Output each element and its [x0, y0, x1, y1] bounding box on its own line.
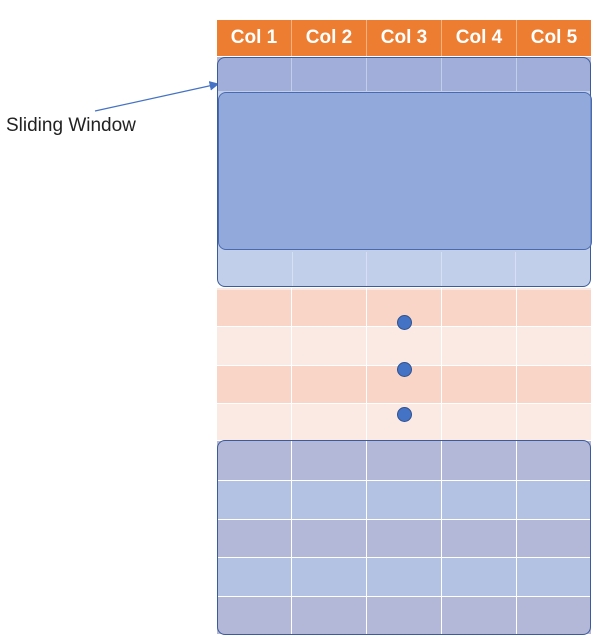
column-header-5: Col 5 — [530, 27, 578, 48]
column-header-1: Col 1 — [217, 20, 292, 56]
table-row — [217, 327, 591, 365]
ellipsis-dot — [397, 407, 412, 422]
column-header-3: Col 3 — [367, 20, 442, 56]
table-row — [217, 290, 591, 326]
column-header-4: Col 4 — [442, 20, 517, 56]
table-row — [217, 441, 591, 480]
ellipsis-dot — [397, 362, 412, 377]
table-row — [217, 481, 591, 519]
table-row — [217, 558, 591, 596]
data-table: Col 1 Col 2 Col 3 Col 4 Col 5 — [217, 20, 592, 636]
window-bottom-row — [218, 252, 590, 286]
column-header-2: Col 2 — [292, 20, 367, 56]
table-row — [217, 597, 591, 634]
table-header: Col 1 Col 2 Col 3 Col 4 Col 5 — [217, 20, 591, 56]
table-row — [217, 520, 591, 557]
bottom-window-region — [217, 440, 591, 635]
table-row — [217, 404, 591, 440]
table-row — [217, 366, 591, 403]
sliding-window-box — [218, 92, 592, 250]
ellipsis-dot — [397, 315, 412, 330]
sliding-window-label: Sliding Window — [6, 115, 136, 136]
